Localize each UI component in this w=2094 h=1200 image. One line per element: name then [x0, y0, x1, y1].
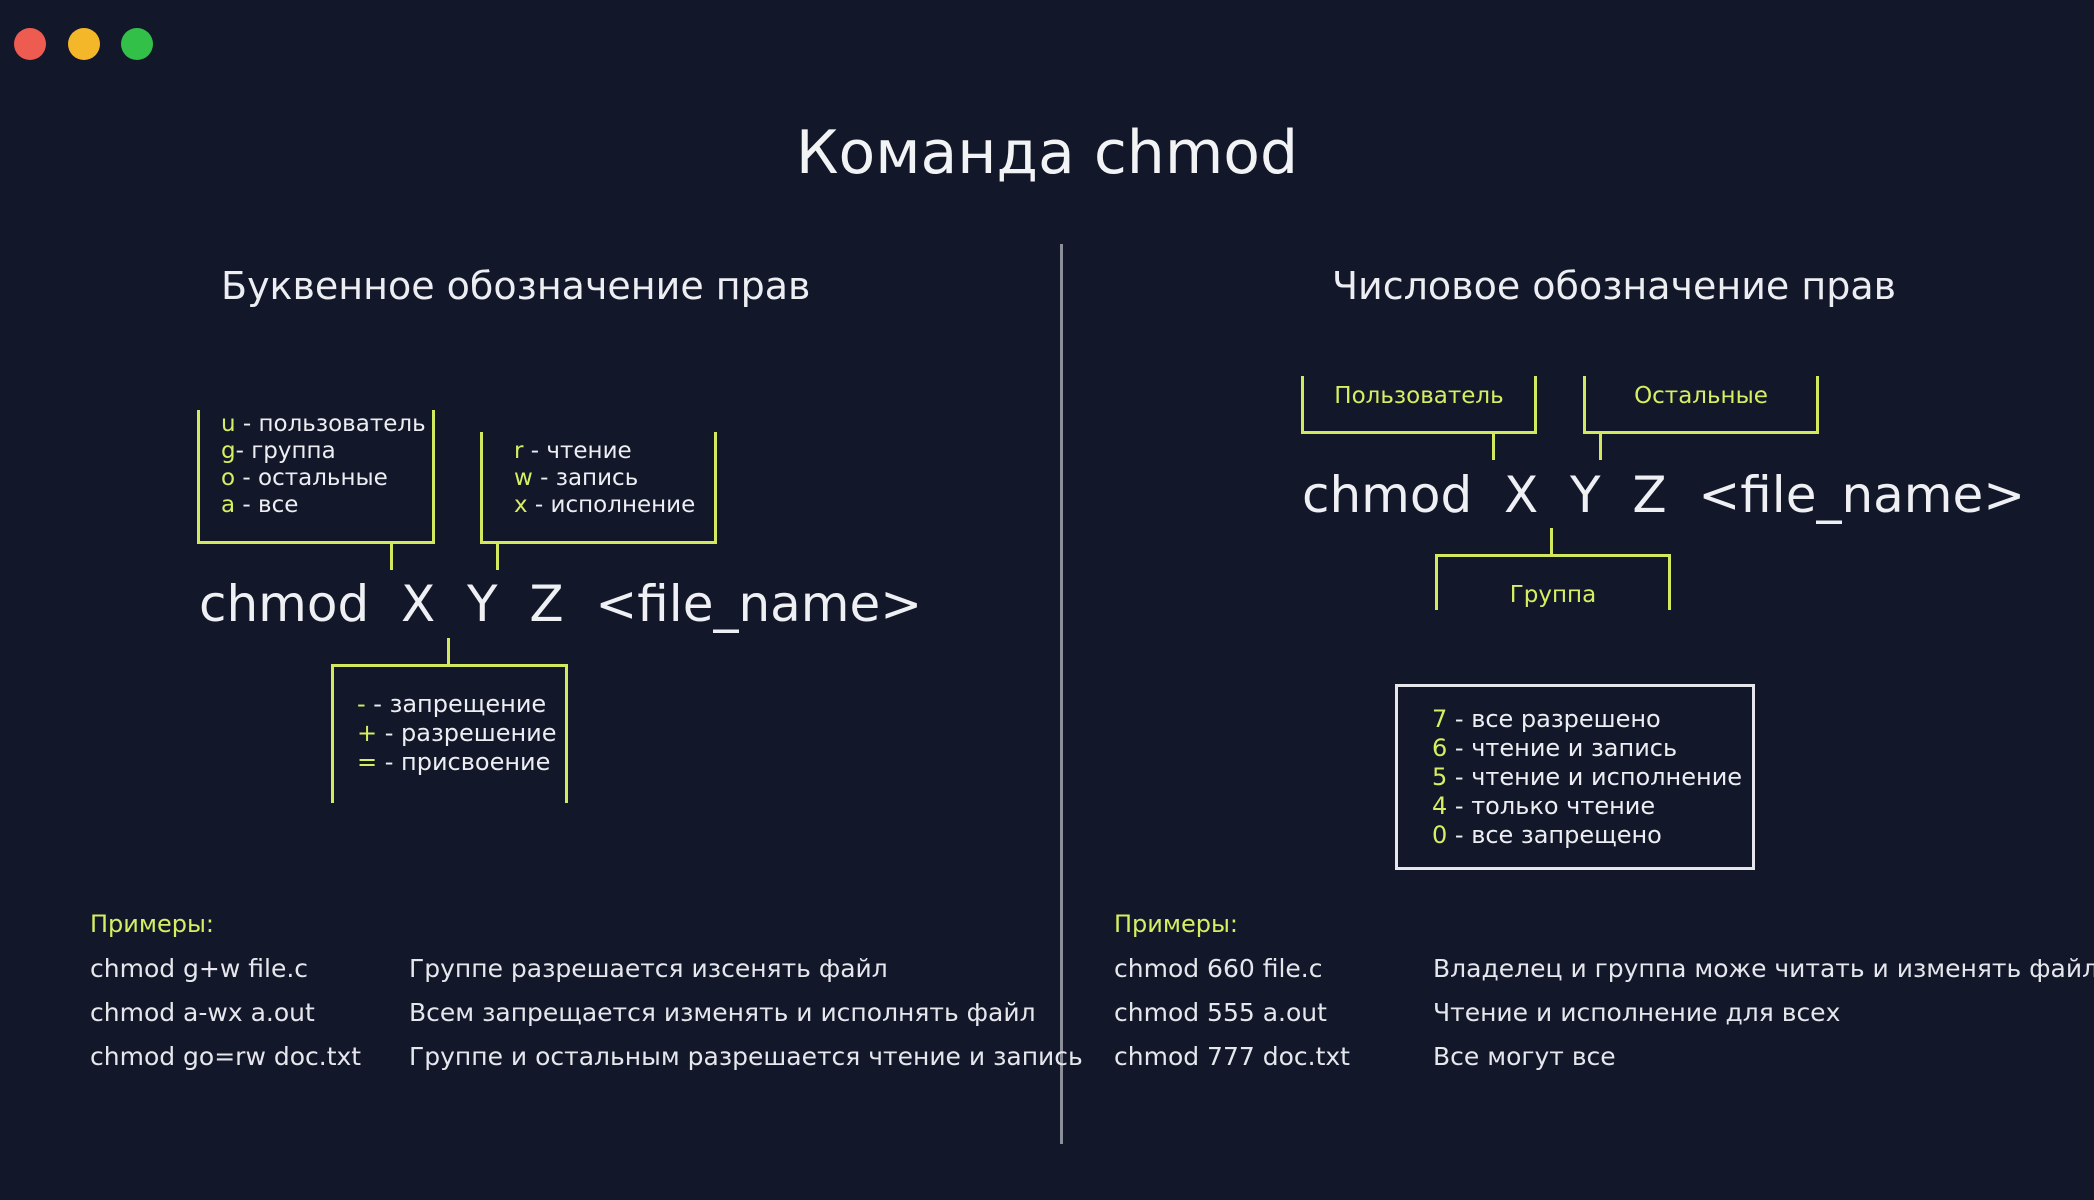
- ops-list: - - запрещение + - разрешение = - присво…: [357, 690, 557, 777]
- perm-item: r - чтение: [514, 438, 632, 464]
- who-item: u - пользователь: [221, 411, 426, 437]
- who-item: g- группа: [221, 438, 336, 464]
- symbolic-section-title: Буквенное обозначение прав: [221, 264, 811, 308]
- minimize-window-button[interactable]: [68, 28, 100, 60]
- value-item: 0 - все запрещено: [1432, 821, 1662, 849]
- numeric-values-list: 7 - все разрешено 6 - чтение и запись 5 …: [1432, 705, 1742, 850]
- user-label: Пользователь: [1334, 383, 1504, 409]
- example-description: Всем запрещается изменять и исполнять фа…: [409, 998, 1036, 1027]
- op-item: = - присвоение: [357, 748, 551, 776]
- who-item: o - остальные: [221, 465, 388, 491]
- value-item: 5 - чтение и исполнение: [1432, 763, 1743, 791]
- numeric-command: chmod X Y Z <file_name>: [1302, 466, 2026, 524]
- op-item: + - разрешение: [357, 719, 557, 747]
- perm-item: x - исполнение: [514, 492, 696, 518]
- close-window-button[interactable]: [14, 28, 46, 60]
- example-description: Группе и остальным разрешается чтение и …: [409, 1042, 1083, 1071]
- example-command: chmod 555 a.out: [1114, 998, 1327, 1027]
- example-command: chmod 777 doc.txt: [1114, 1042, 1350, 1071]
- others-label: Остальные: [1634, 383, 1768, 409]
- numeric-section-title: Числовое обозначение прав: [1332, 264, 1897, 308]
- section-divider: [1060, 244, 1063, 1144]
- example-command: chmod 660 file.c: [1114, 954, 1323, 983]
- user-bracket-stem: [1492, 434, 1495, 460]
- op-item: - - запрещение: [357, 690, 547, 718]
- value-item: 4 - только чтение: [1432, 792, 1656, 820]
- examples-heading: Примеры:: [90, 910, 215, 938]
- group-label: Группа: [1509, 582, 1597, 608]
- perms-list: r - чтение w - запись x - исполнение: [514, 438, 695, 519]
- example-description: Владелец и группа може читать и изменять…: [1433, 954, 2094, 983]
- user-bracket: [1301, 376, 1537, 434]
- example-command: chmod go=rw doc.txt: [90, 1042, 362, 1071]
- maximize-window-button[interactable]: [121, 28, 153, 60]
- ops-bracket-stem: [447, 638, 450, 664]
- who-bracket: [197, 410, 435, 544]
- group-bracket-stem: [1550, 528, 1553, 554]
- example-command: chmod a-wx a.out: [90, 998, 315, 1027]
- who-list: u - пользователь g- группа o - остальные…: [221, 411, 426, 519]
- perm-item: w - запись: [514, 465, 639, 491]
- perms-bracket: [480, 432, 717, 544]
- who-bracket-stem: [390, 544, 393, 570]
- who-item: a - все: [221, 492, 299, 518]
- example-command: chmod g+w file.c: [90, 954, 309, 983]
- example-description: Группе разрешается изсенять файл: [409, 954, 888, 983]
- example-description: Чтение и исполнение для всех: [1433, 998, 1841, 1027]
- group-bracket: [1435, 554, 1671, 610]
- value-item: 6 - чтение и запись: [1432, 734, 1678, 762]
- others-bracket: [1583, 376, 1819, 434]
- examples-heading: Примеры:: [1114, 910, 1239, 938]
- ops-bracket: [331, 664, 568, 803]
- example-description: Все могут все: [1433, 1042, 1616, 1071]
- perms-bracket-stem: [496, 544, 499, 570]
- page-title: Команда chmod: [795, 118, 1299, 188]
- others-bracket-stem: [1599, 434, 1602, 460]
- value-item: 7 - все разрешено: [1432, 705, 1661, 733]
- numeric-values-box: [1395, 684, 1755, 870]
- symbolic-command: chmod X Y Z <file_name>: [199, 575, 923, 633]
